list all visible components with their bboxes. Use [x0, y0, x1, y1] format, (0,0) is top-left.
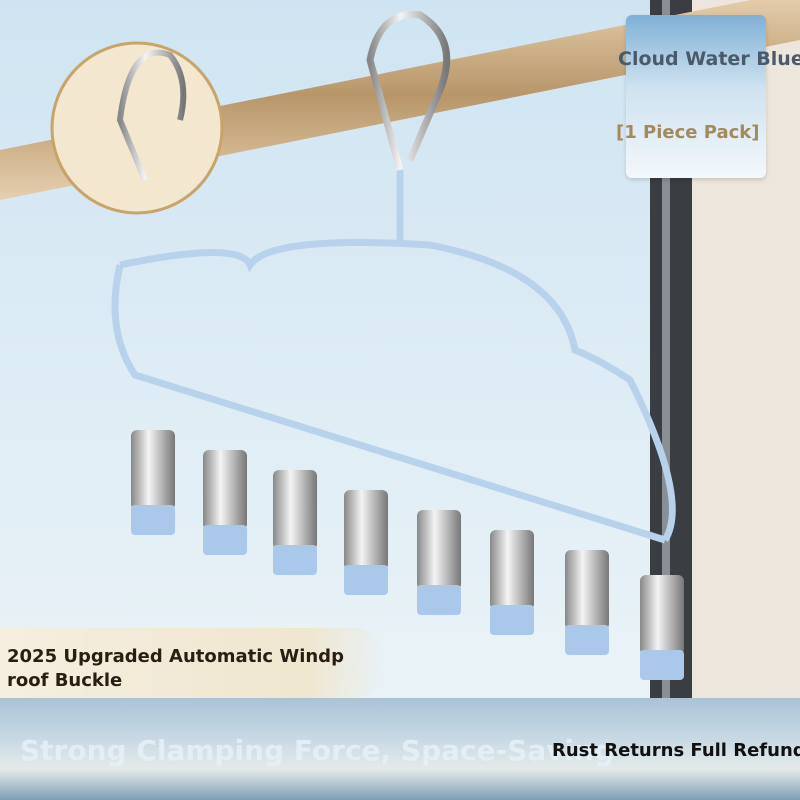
clip [417, 510, 461, 615]
feature-banner [0, 628, 385, 698]
color-swatch-card [626, 15, 766, 178]
clip [273, 470, 317, 575]
slogan-text: Strong Clamping Force, Space-Saving [20, 734, 615, 767]
hook-detail-inset [50, 41, 224, 215]
hanger [111, 170, 676, 544]
bottom-banner [0, 698, 800, 800]
clip [565, 550, 609, 655]
feature-line-2: roof Buckle [7, 670, 123, 691]
hook [366, 11, 451, 171]
clip [640, 575, 684, 680]
clips [131, 430, 684, 680]
clip [344, 490, 388, 595]
clip [490, 530, 534, 635]
pack-size-label: [1 Piece Pack] [616, 122, 760, 143]
color-name-label: Cloud Water Blue [618, 48, 800, 70]
guarantee-text: Rust Returns Full Refund [552, 740, 800, 761]
feature-text: 2025 Upgraded Automatic Windp roof Buckl… [7, 645, 387, 693]
clip [131, 430, 175, 535]
clip [203, 450, 247, 555]
feature-line-1: 2025 Upgraded Automatic Windp [7, 646, 344, 667]
